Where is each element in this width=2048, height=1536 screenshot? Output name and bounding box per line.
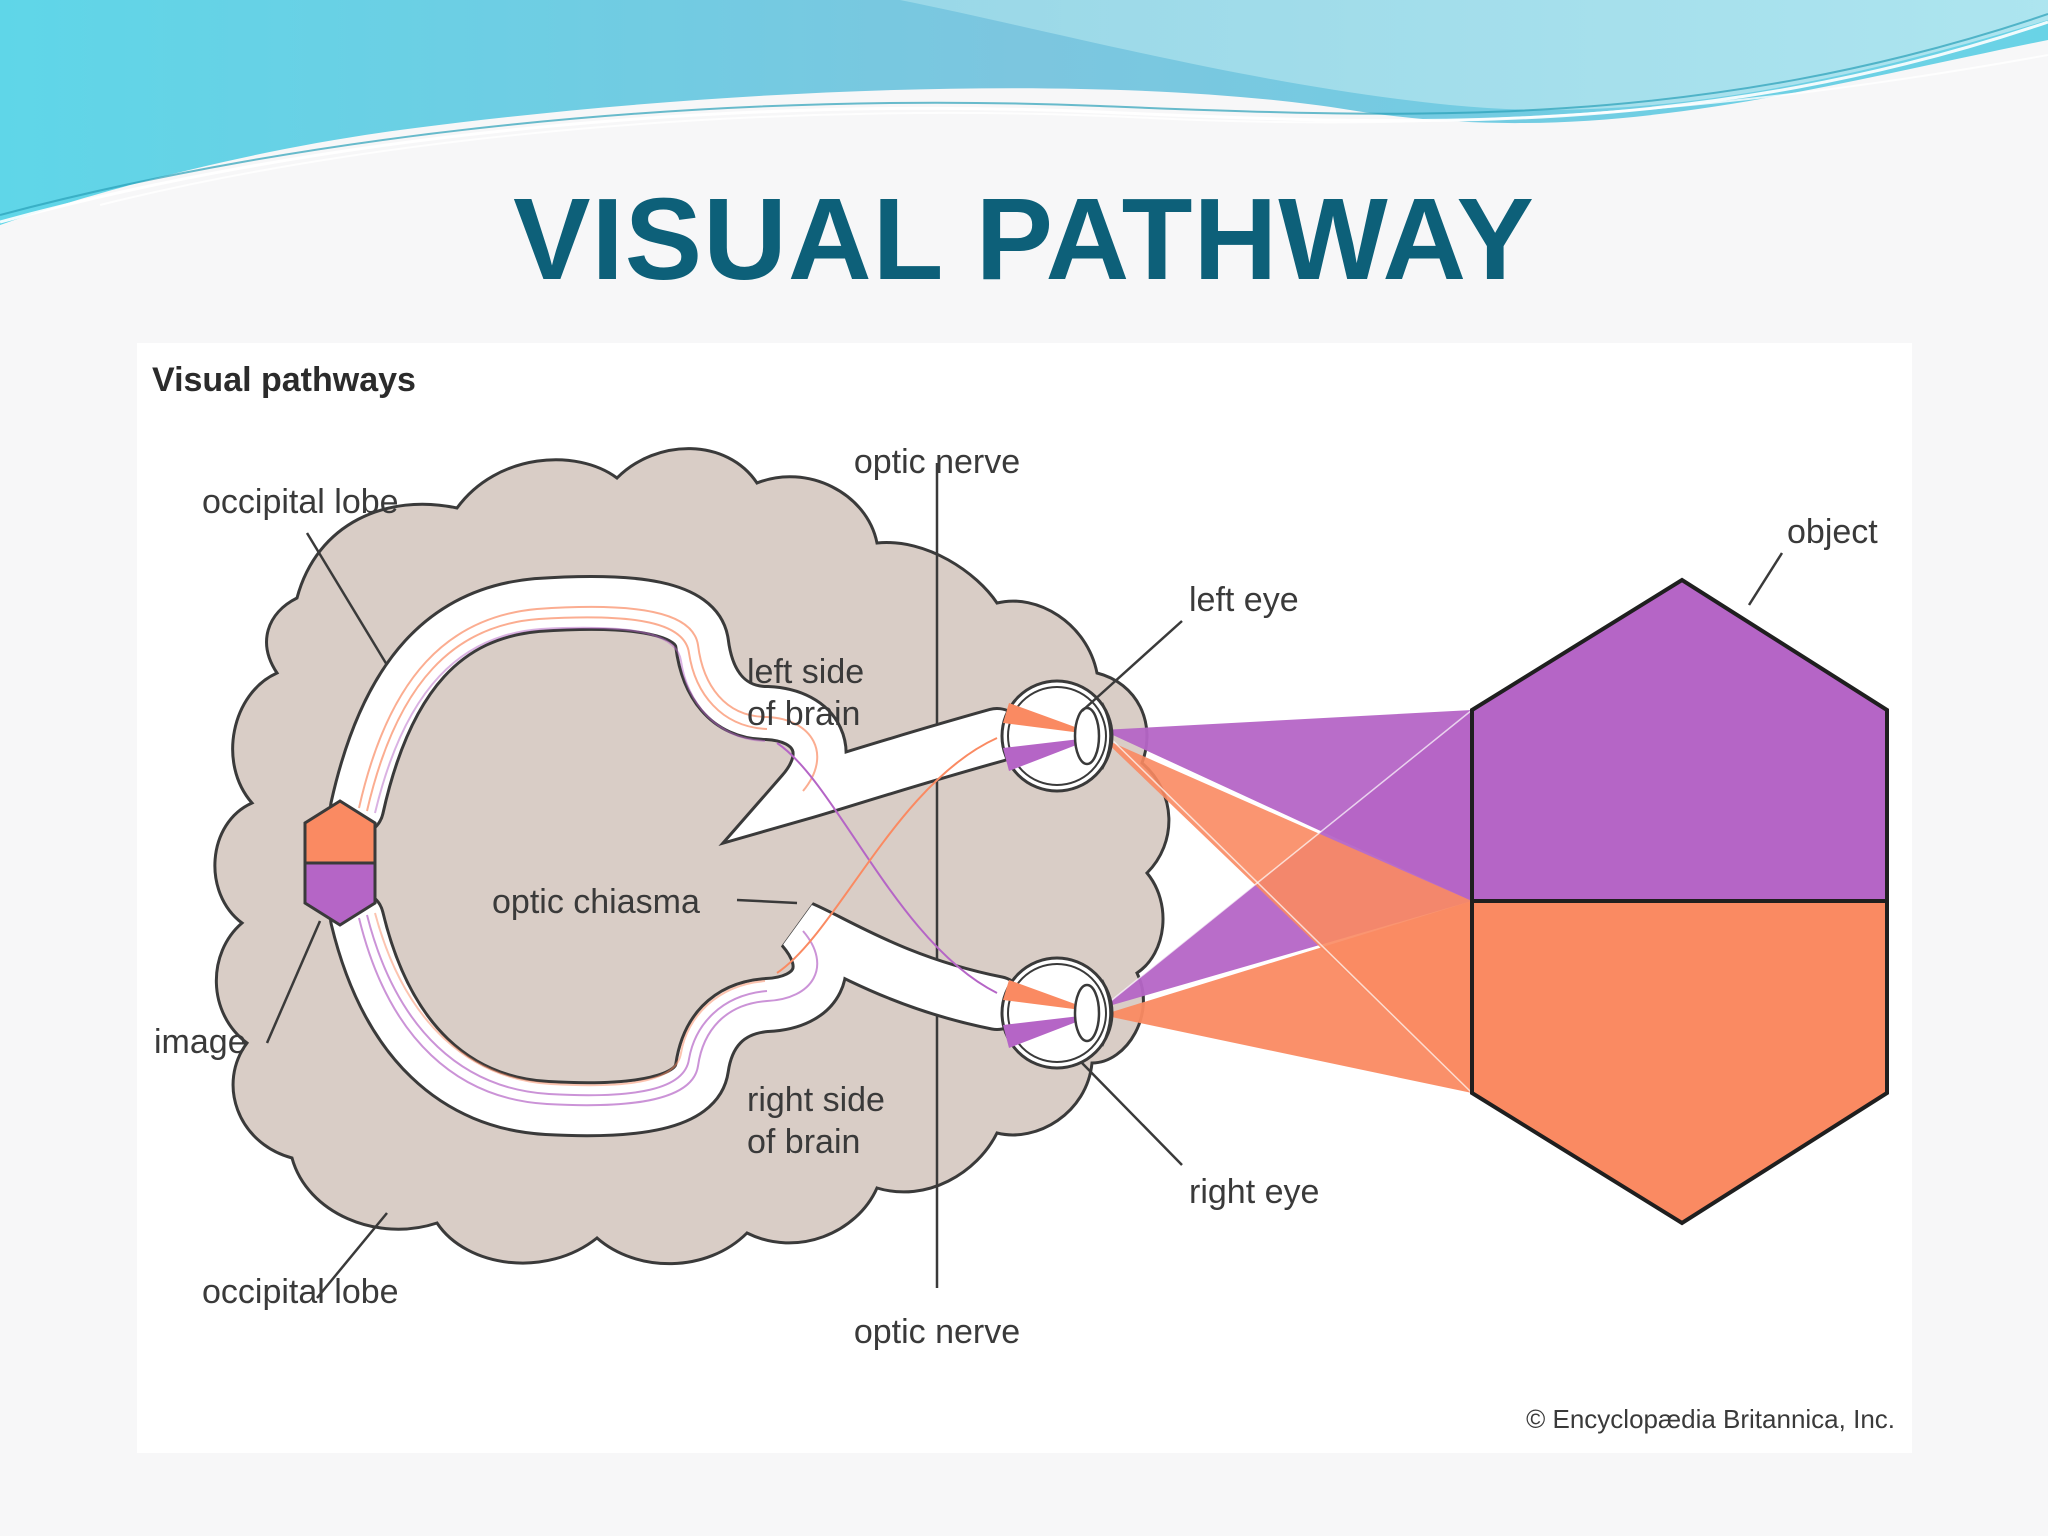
slide-title: VISUAL PATHWAY xyxy=(513,174,1535,304)
label-object: object xyxy=(1787,513,1878,551)
diagram-heading: Visual pathways xyxy=(152,361,416,399)
label-image: image xyxy=(154,1023,247,1061)
label-occipital-lobe-top: occipital lobe xyxy=(202,483,399,521)
label-optic-chiasma: optic chiasma xyxy=(492,883,700,921)
label-right-side-of-brain-1: right side xyxy=(747,1081,885,1119)
credit-line: © Encyclopædia Britannica, Inc. xyxy=(1526,1404,1895,1434)
right-eye xyxy=(1000,956,1114,1070)
visual-pathways-diagram: Visual pathways xyxy=(137,343,1912,1453)
image-hexagon xyxy=(303,799,377,927)
leader-lines xyxy=(265,532,1784,1299)
label-optic-nerve-top: optic nerve xyxy=(854,443,1020,481)
object-hexagon xyxy=(1470,577,1889,1226)
label-left-side-of-brain-1: left side xyxy=(747,653,864,691)
light-rays xyxy=(1101,709,1473,1094)
label-left-side-of-brain-2: of brain xyxy=(747,695,860,733)
label-left-eye: left eye xyxy=(1189,581,1299,619)
chiasma-crossing xyxy=(776,742,998,994)
label-occipital-lobe-bottom: occipital lobe xyxy=(202,1273,399,1311)
header-wave-decoration xyxy=(0,0,2048,225)
label-right-eye: right eye xyxy=(1189,1173,1319,1211)
label-right-side-of-brain-2: of brain xyxy=(747,1123,860,1161)
label-optic-nerve-bottom: optic nerve xyxy=(854,1313,1020,1351)
